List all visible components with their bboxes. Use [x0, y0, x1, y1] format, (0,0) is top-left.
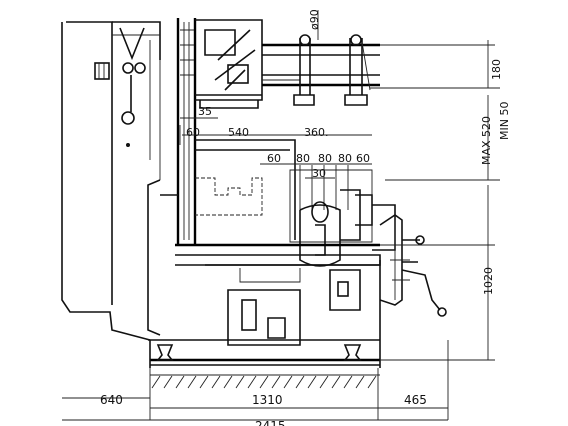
- dim-1020: 1020: [482, 267, 495, 295]
- dim-1310: 1310: [252, 393, 283, 407]
- dim-360: 360.: [304, 126, 329, 139]
- left-column: [61, 21, 161, 341]
- knee-base: [148, 243, 381, 368]
- dim-90: ø90: [308, 9, 321, 30]
- dim-80-c: 80: [338, 152, 352, 165]
- top-head: [195, 19, 301, 109]
- dim-80-b: 80: [318, 152, 332, 165]
- floor-hatch: [150, 374, 380, 389]
- dim-min-50: MIN 50: [498, 102, 511, 140]
- handwheel: [379, 214, 447, 317]
- dim-80-a: 80: [296, 152, 310, 165]
- dimension-labels: ø90 180 MAX 520 MIN 50 1020 35 60 540 36…: [100, 9, 511, 426]
- dim-640: 640: [100, 393, 123, 407]
- dim-2415: 2415: [255, 419, 286, 426]
- dim-60-mid: 60: [267, 152, 281, 165]
- switch-box-icon: [94, 62, 110, 80]
- dimension-lines: [62, 10, 500, 421]
- ram-column: [147, 18, 197, 336]
- dim-max-520: MAX 520: [480, 116, 493, 165]
- dim-180: 180: [490, 59, 503, 80]
- overarm: [262, 34, 380, 106]
- dim-35: 35: [198, 105, 212, 118]
- dim-60-left: 60: [186, 126, 200, 139]
- dim-30: 30: [312, 167, 326, 180]
- dim-540: 540: [228, 126, 249, 139]
- dim-60-right: 60: [356, 152, 370, 165]
- dim-465: 465: [404, 393, 427, 407]
